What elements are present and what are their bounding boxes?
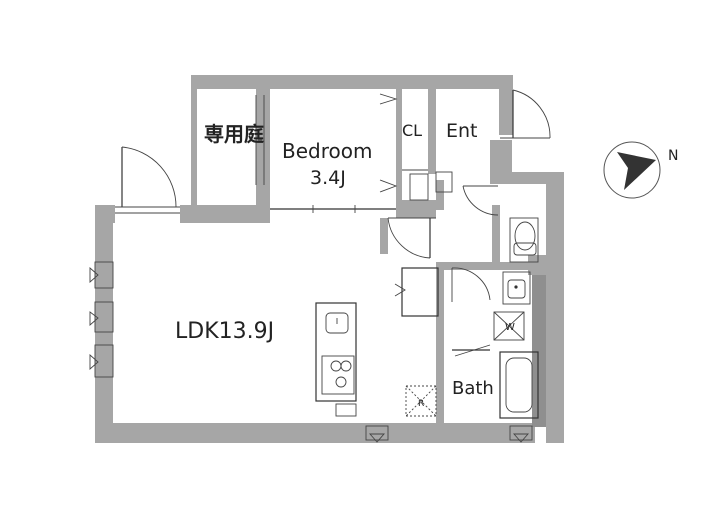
entrance-door bbox=[500, 89, 551, 139]
washbasin-icon bbox=[502, 271, 531, 305]
corridor-door bbox=[387, 217, 436, 259]
compass-arrow-icon bbox=[617, 152, 656, 190]
bedroom-sliding-door bbox=[270, 205, 396, 213]
garden-door bbox=[115, 146, 180, 214]
bath-label: Bath bbox=[452, 378, 494, 399]
kitchen-counter bbox=[315, 302, 357, 417]
storage-unit bbox=[394, 267, 439, 317]
washer-icon bbox=[493, 311, 525, 341]
compass: N bbox=[603, 141, 678, 199]
toilet-door bbox=[462, 185, 499, 216]
garden-label: 専用庭 bbox=[204, 122, 264, 146]
shoe-rack bbox=[435, 171, 453, 193]
refrigerator-space bbox=[405, 385, 437, 417]
walls bbox=[95, 75, 564, 443]
closet-doors bbox=[379, 93, 429, 201]
bath-door bbox=[452, 344, 491, 357]
toilet-icon bbox=[509, 217, 539, 263]
ldk-label: LDK13.9J bbox=[175, 319, 274, 344]
bathtub-icon bbox=[499, 351, 539, 419]
bedroom-size-label: 3.4J bbox=[310, 167, 346, 189]
compass-label: N bbox=[668, 148, 678, 164]
bedroom-label: Bedroom bbox=[282, 139, 372, 163]
refrigerator-mark: R bbox=[418, 399, 424, 409]
washer-mark: W bbox=[505, 322, 515, 333]
entrance-label: Ent bbox=[446, 120, 478, 142]
garden-window bbox=[255, 95, 265, 185]
left-windows bbox=[89, 261, 114, 378]
closet-label: CL bbox=[402, 121, 422, 140]
washroom-door bbox=[451, 267, 491, 302]
bottom-vents bbox=[365, 425, 533, 443]
